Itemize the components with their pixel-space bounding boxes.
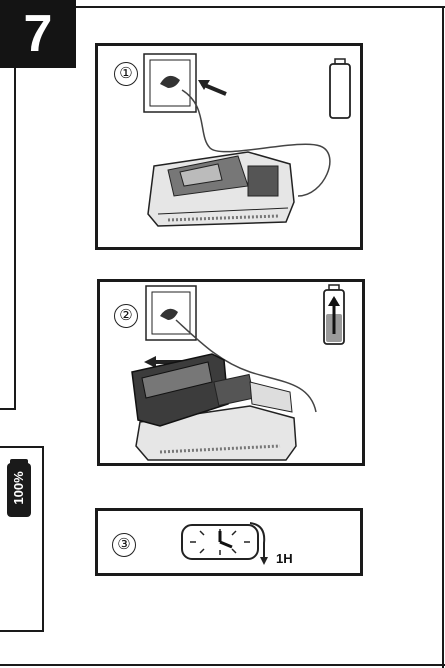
side-box-top [0, 446, 44, 448]
full-charge-label: 100% [8, 461, 30, 515]
step-number-tab: 7 [0, 0, 76, 68]
step-3-panel: ③ 1H [95, 508, 363, 576]
clock-icon [180, 521, 268, 565]
frame-left-corner [0, 408, 16, 410]
full-battery-badge: 100% [4, 457, 34, 519]
frame-bottom-line [0, 664, 445, 666]
step-3-marker: ③ [112, 533, 136, 557]
charging-battery-icon [322, 284, 346, 346]
empty-battery-icon [328, 58, 352, 120]
frame-right-line [442, 6, 444, 668]
side-box-bottom [0, 630, 44, 632]
step-1-panel: ① [95, 43, 363, 250]
charger-plug-illustration [98, 46, 360, 247]
step-2-panel: ② [97, 279, 365, 466]
frame-top-line [76, 6, 445, 8]
duration-label: 1H [276, 551, 293, 566]
frame-left-line [14, 68, 16, 410]
side-box-right [42, 446, 44, 632]
